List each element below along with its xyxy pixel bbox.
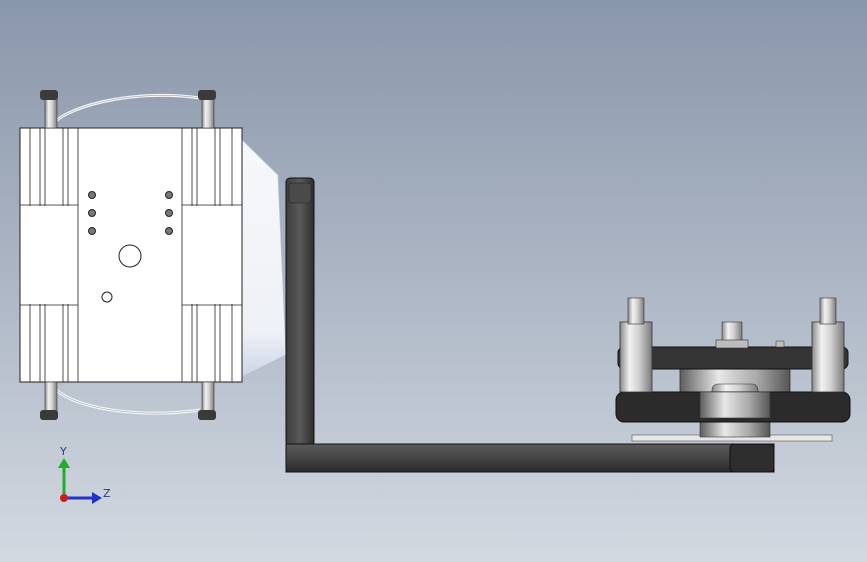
gripper-body[interactable]	[19, 90, 287, 420]
y-axis-label: Y	[59, 445, 67, 458]
y-axis-arrow	[58, 458, 70, 468]
l-bracket[interactable]	[285, 177, 775, 473]
z-axis-label: Z	[103, 487, 111, 500]
x-axis-dot	[60, 494, 68, 502]
mounting-holes	[88, 191, 173, 303]
axis-triad: Y Z	[58, 445, 111, 504]
air-fittings	[40, 90, 216, 420]
rotary-actuator[interactable]	[615, 297, 851, 442]
z-axis-arrow	[92, 492, 102, 504]
